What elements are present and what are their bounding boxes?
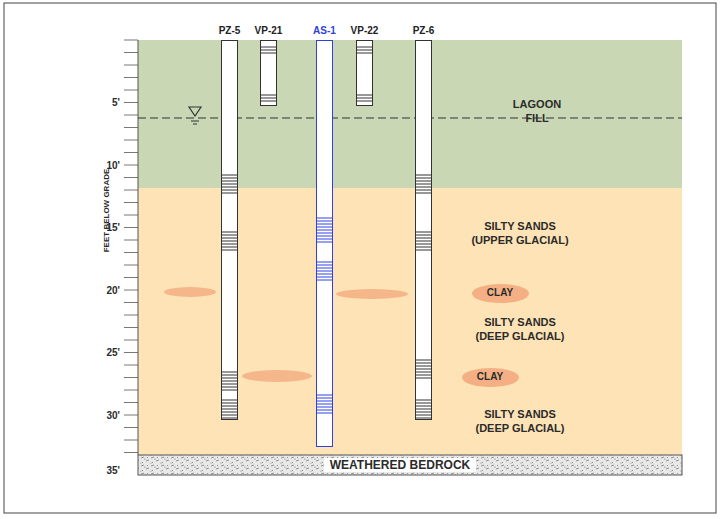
well-casing: AS-1 bbox=[316, 40, 333, 447]
depth-tick bbox=[124, 165, 138, 166]
well-id: VP-22 bbox=[351, 25, 379, 38]
water-table-symbol bbox=[191, 121, 199, 124]
depth-value: 5' bbox=[112, 97, 120, 108]
well-id: PZ-5 bbox=[219, 25, 241, 38]
depth-tick bbox=[124, 315, 138, 316]
clay-lens bbox=[242, 370, 312, 382]
depth-tick bbox=[124, 140, 138, 141]
layer-name: LAGOON FILL bbox=[506, 98, 568, 126]
depth-tick bbox=[124, 102, 138, 103]
depth-tick bbox=[124, 427, 138, 428]
clay-lens: CLAY bbox=[472, 284, 529, 303]
well-screen bbox=[416, 175, 431, 418]
depth-tick bbox=[124, 352, 138, 353]
well-id: PZ-6 bbox=[413, 25, 435, 38]
depth-value: 20' bbox=[106, 285, 120, 296]
depth-tick bbox=[124, 190, 138, 191]
depth-tick bbox=[124, 77, 138, 78]
depth-tick bbox=[124, 365, 138, 366]
axis-title: FEET BELOW GRADE bbox=[103, 168, 112, 252]
soil-band: LAGOON FILL bbox=[138, 40, 682, 188]
depth-tick bbox=[124, 452, 138, 453]
depth-tick bbox=[124, 215, 138, 216]
well-id: AS-1 bbox=[313, 25, 336, 38]
depth-tick bbox=[124, 227, 138, 228]
layer-name: WEATHERED BEDROCK bbox=[324, 458, 476, 472]
depth-tick bbox=[124, 340, 138, 341]
depth-tick bbox=[124, 202, 138, 203]
depth-tick bbox=[124, 440, 138, 441]
layer-name: CLAY bbox=[477, 371, 503, 384]
depth-value: 10' bbox=[106, 160, 120, 171]
well-screen bbox=[261, 47, 276, 101]
depth-ticks bbox=[124, 40, 138, 453]
depth-tick bbox=[124, 302, 138, 303]
depth-tick bbox=[124, 402, 138, 403]
depth-tick bbox=[124, 327, 138, 328]
depth-tick bbox=[124, 290, 138, 291]
layer-name: SILTY SANDS (DEEP GLACIAL) bbox=[470, 316, 570, 344]
well-screen bbox=[317, 218, 332, 413]
depth-tick bbox=[124, 415, 138, 416]
well-screen bbox=[222, 175, 237, 418]
water-table bbox=[138, 118, 682, 119]
depth-tick bbox=[124, 115, 138, 116]
layer-name: SILTY SANDS (UPPER GLACIAL) bbox=[470, 220, 570, 248]
well-screen bbox=[357, 47, 372, 101]
depth-tick bbox=[124, 177, 138, 178]
layer-name: CLAY bbox=[487, 287, 513, 300]
depth-tick bbox=[124, 265, 138, 266]
depth-value: 30' bbox=[106, 410, 120, 421]
depth-tick bbox=[124, 127, 138, 128]
depth-tick bbox=[124, 252, 138, 253]
layer-name: SILTY SANDS (DEEP GLACIAL) bbox=[470, 408, 570, 436]
depth-tick bbox=[124, 377, 138, 378]
clay-lens bbox=[164, 287, 216, 297]
depth-tick bbox=[124, 90, 138, 91]
depth-tick bbox=[124, 390, 138, 391]
depth-tick bbox=[124, 52, 138, 53]
depth-tick bbox=[124, 65, 138, 66]
depth-tick bbox=[124, 40, 138, 41]
depth-value: 15' bbox=[106, 222, 120, 233]
well-casing: PZ-5 bbox=[221, 40, 238, 420]
water-table-symbol bbox=[189, 107, 201, 116]
depth-value: 25' bbox=[106, 347, 120, 358]
depth-tick bbox=[124, 240, 138, 241]
clay-lens bbox=[336, 289, 408, 299]
well-id: VP-21 bbox=[255, 25, 283, 38]
soil-band: SILTY SANDS (UPPER GLACIAL) SILTY SANDS (… bbox=[138, 188, 682, 455]
depth-tick bbox=[124, 277, 138, 278]
depth-value: 35' bbox=[106, 465, 120, 476]
depth-tick bbox=[124, 152, 138, 153]
bedrock-hatch bbox=[138, 455, 682, 475]
clay-lens: CLAY bbox=[462, 368, 519, 387]
figure-frame bbox=[4, 3, 716, 513]
